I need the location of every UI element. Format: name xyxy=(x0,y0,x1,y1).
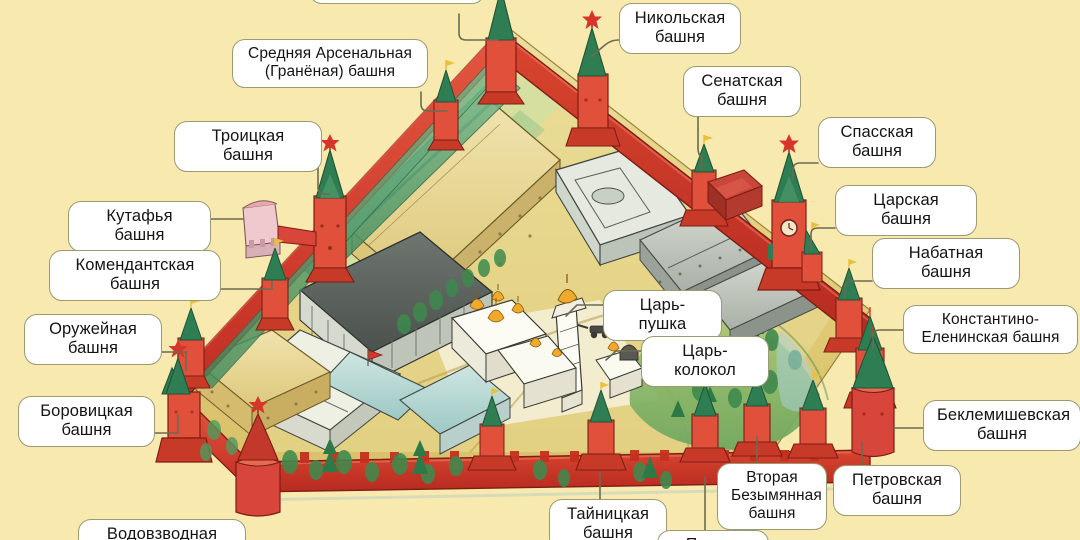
tower-south-extra xyxy=(467,388,517,471)
south-trees xyxy=(282,450,672,489)
lenin-mausoleum xyxy=(706,169,764,222)
west-trees xyxy=(200,420,238,461)
label-borovitskaya[interactable]: Боровицкая башня xyxy=(18,396,155,448)
tower-vodovzvodnaya xyxy=(234,396,282,517)
label-konstantino-eleninskaya[interactable]: Константино- Еленинская башня xyxy=(903,305,1078,354)
label-uglovaya-arsenalnaya[interactable]: (Собакина) башня xyxy=(309,0,485,5)
label-tsar-kolokol[interactable]: Царь-колокол xyxy=(641,336,769,388)
cathedral-square xyxy=(397,249,643,413)
golden-domes xyxy=(469,284,525,323)
label-troitskaya[interactable]: Троицкая башня xyxy=(174,121,322,173)
label-srednyaya-arsenalnaya[interactable]: Средняя Арсенальная (Гранёная) башня xyxy=(232,39,428,88)
label-tsar-pushka[interactable]: Царь-пушка xyxy=(603,290,722,342)
tower-kutafya xyxy=(242,200,317,259)
label-komendantskaya[interactable]: Комендантская башня xyxy=(49,250,221,302)
label-tsarskaya[interactable]: Царская башня xyxy=(835,185,977,237)
tower-nikolskaya xyxy=(565,10,621,147)
label-taynitskaya[interactable]: Тайницкая башня xyxy=(549,499,667,540)
tower-taynitskaya xyxy=(575,382,627,471)
label-kutafya[interactable]: Кутафья башня xyxy=(68,201,211,253)
label-beklemishevskaya[interactable]: Беклемишевская башня xyxy=(923,400,1080,452)
tower-petrovskaya xyxy=(787,372,839,459)
label-spasskaya[interactable]: Спасская башня xyxy=(818,117,936,169)
tower-pervaya-bezymyannaya xyxy=(679,376,731,463)
tower-beklemishevskaya xyxy=(850,326,896,458)
label-nabatnaya[interactable]: Набатная башня xyxy=(872,238,1020,290)
label-vtoraya-bezymyannaya[interactable]: Вторая Безымянная башня xyxy=(717,463,827,530)
label-oruzheynaya[interactable]: Оружейная башня xyxy=(24,314,162,366)
label-senatskaya[interactable]: Сенатская башня xyxy=(683,66,801,118)
label-petrovskaya[interactable]: Петровская башня xyxy=(833,465,961,517)
south-conifers xyxy=(322,438,658,478)
label-vodovzvodnaya[interactable]: Водовзводная башня xyxy=(78,519,246,540)
tower-uglovaya-arsenalnaya xyxy=(476,0,526,105)
label-pervaya-bezymyannaya[interactable]: Первая Безымянная башня xyxy=(657,530,769,540)
grand-kremlin-palace xyxy=(194,329,511,455)
label-nikolskaya[interactable]: Никольская башня xyxy=(619,3,741,55)
